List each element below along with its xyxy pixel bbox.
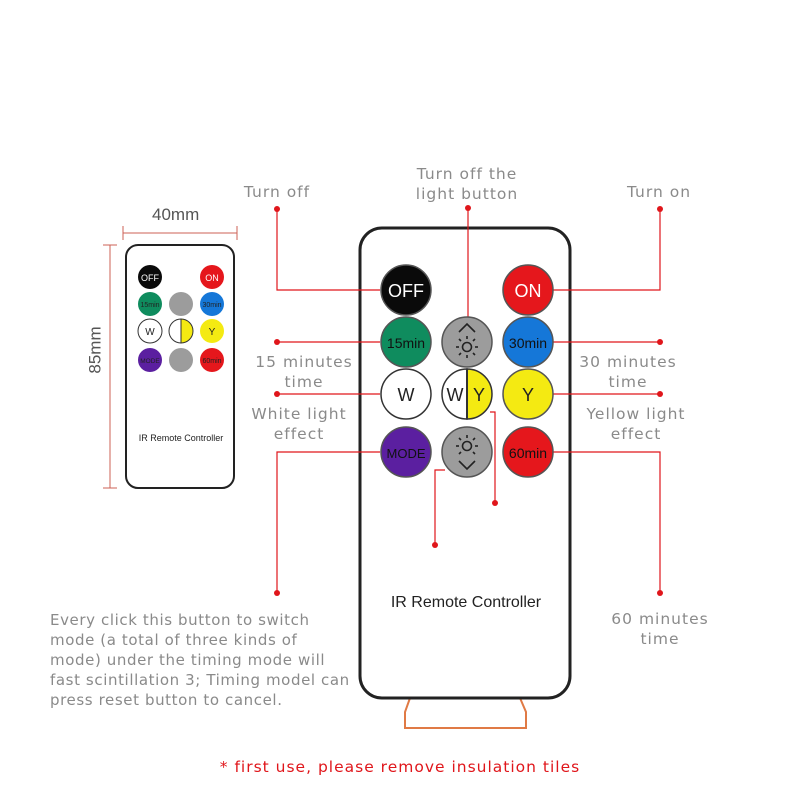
- on-button-label: ON: [515, 281, 542, 301]
- yellow-button-label: Y: [522, 385, 534, 405]
- dimension-lines: [103, 226, 238, 489]
- brightness-up-icon: [456, 322, 478, 358]
- mode-description: Every click this button to switch mode (…: [50, 611, 350, 709]
- small-15min-label: 15min: [140, 302, 159, 309]
- small-30min-label: 30min: [202, 302, 221, 309]
- off-button-label: OFF: [388, 281, 424, 301]
- small-60min-label: 60min: [202, 358, 221, 365]
- light-button-label: Turn off the light button: [415, 165, 519, 203]
- white-button-label: W: [398, 385, 415, 405]
- 15min-button[interactable]: 15min: [380, 316, 432, 368]
- brightness-up-button[interactable]: [441, 316, 493, 368]
- 30min-button[interactable]: 30min: [502, 316, 554, 368]
- width-dimension-label: 40mm: [152, 205, 200, 224]
- white-light-label: White light effect: [251, 405, 347, 443]
- brightness-down-button[interactable]: [441, 426, 493, 478]
- brightness-down-icon: [456, 435, 478, 471]
- on-button[interactable]: ON: [502, 264, 554, 316]
- footnote: * first use, please remove insulation ti…: [219, 758, 581, 776]
- mode-button[interactable]: MODE: [380, 426, 432, 478]
- yellow-light-label: Yellow light effect: [586, 405, 686, 443]
- 60min-label: 60 minutes time: [611, 610, 709, 648]
- white-light-button[interactable]: W: [380, 368, 432, 420]
- 15min-button-label: 15min: [387, 335, 425, 351]
- 60min-button-label: 60min: [509, 445, 547, 461]
- turn-on-label: Turn on: [626, 183, 692, 201]
- turn-off-label: Turn off: [243, 183, 311, 201]
- 60min-button[interactable]: 60min: [502, 426, 554, 478]
- small-remote: OFF ON 15min 30min W Y MODE 60min IR Rem…: [125, 244, 235, 489]
- small-mode-label: MODE: [140, 358, 160, 365]
- off-button[interactable]: OFF: [380, 264, 432, 316]
- remote-brand-label: IR Remote Controller: [391, 594, 542, 611]
- small-y-label: Y: [209, 327, 216, 338]
- small-brand-label: IR Remote Controller: [139, 433, 224, 443]
- yellow-light-button[interactable]: Y: [502, 368, 554, 420]
- wy-y-label: Y: [473, 385, 485, 405]
- wy-w-label: W: [447, 385, 464, 405]
- callout-dots: [274, 205, 663, 596]
- small-on-label: ON: [205, 273, 219, 283]
- 15min-label: 15 minutes time: [255, 353, 353, 391]
- small-w-label: W: [145, 327, 155, 338]
- mode-button-label: MODE: [387, 446, 426, 461]
- white-yellow-button[interactable]: W Y: [441, 368, 493, 420]
- callout-lines: [276, 208, 661, 593]
- 30min-label: 30 minutes time: [579, 353, 677, 391]
- 30min-button-label: 30min: [509, 335, 547, 351]
- small-off-label: OFF: [141, 273, 159, 283]
